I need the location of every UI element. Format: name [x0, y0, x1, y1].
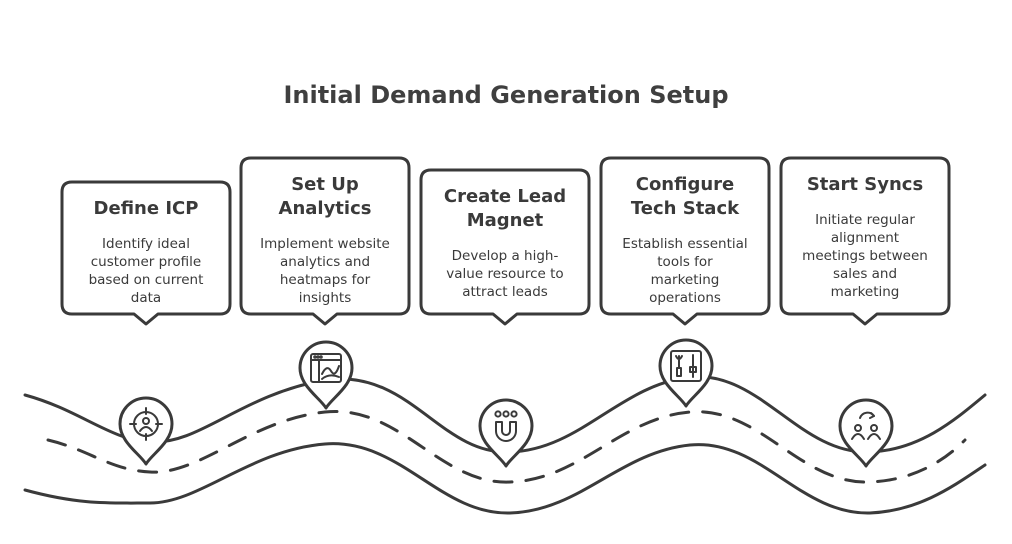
step-pin-5: [838, 398, 894, 468]
step-pin-2: [298, 340, 354, 410]
magnet-people-icon: [494, 410, 518, 442]
card-desc-line: sales and: [833, 266, 897, 282]
card-title-line: Configure: [636, 174, 735, 195]
card-desc-line: based on current: [89, 272, 204, 288]
card-box: [599, 156, 771, 326]
card-title-line: Define ICP: [94, 198, 199, 219]
road-center-line: [46, 410, 967, 484]
card-title-line: Analytics: [279, 198, 372, 219]
card-desc-line: marketing: [831, 284, 900, 300]
card-desc-line: Initiate regular: [815, 212, 915, 228]
step-card-1: Define ICP Identify ideal customer profile…: [60, 180, 232, 326]
card-desc-line: data: [131, 290, 161, 306]
card-desc-line: customer profile: [91, 254, 202, 270]
card-box: [779, 156, 951, 326]
card-title-line: Start Syncs: [807, 174, 923, 195]
card-title-line: Set Up: [291, 174, 359, 195]
card-desc-line: Develop a high-: [452, 248, 559, 264]
step-pin-3: [478, 398, 534, 468]
pin-shape: [478, 398, 534, 468]
analytics-dashboard-icon: [310, 353, 342, 383]
tools-settings-icon: [670, 350, 702, 382]
card-desc-line: Establish essential: [622, 236, 747, 252]
card-desc-line: marketing: [651, 272, 720, 288]
card-desc-line: Identify ideal: [102, 236, 190, 252]
pin-shape: [298, 340, 354, 410]
card-desc-line: value resource to: [446, 266, 563, 282]
card-desc-line: meetings between: [802, 248, 928, 264]
step-pin-1: [118, 396, 174, 466]
card-desc-line: attract leads: [462, 284, 548, 300]
card-desc-line: operations: [649, 290, 721, 306]
card-desc-line: alignment: [831, 230, 899, 246]
sync-people-icon: [851, 411, 881, 440]
target-user-icon: [129, 407, 163, 441]
step-pin-4: [658, 338, 714, 408]
diagram-title: Initial Demand Generation Setup: [283, 81, 728, 109]
card-box: [419, 168, 591, 326]
card-desc-line: analytics and: [280, 254, 370, 270]
card-title-line: Tech Stack: [631, 198, 740, 219]
card-box: [239, 156, 411, 326]
pin-shape: [118, 396, 174, 466]
card-title-line: Magnet: [467, 210, 544, 231]
card-desc-line: tools for: [657, 254, 713, 270]
card-box: [60, 180, 232, 326]
card-desc-line: heatmaps for: [280, 272, 371, 288]
step-pins: [118, 338, 894, 468]
pin-shape: [838, 398, 894, 468]
card-desc-line: insights: [299, 290, 352, 306]
card-desc-line: Implement website: [260, 236, 390, 252]
card-title-line: Create Lead: [444, 186, 566, 207]
step-cards: Define ICP Identify ideal customer profile…: [60, 156, 951, 326]
road-bottom-edge: [23, 442, 987, 515]
pin-shape: [658, 338, 714, 408]
